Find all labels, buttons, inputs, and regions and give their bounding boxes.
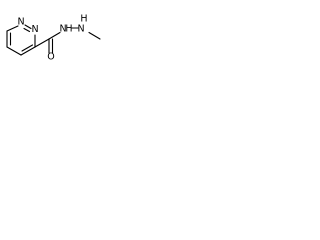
amide-nitrogen: N: [59, 24, 66, 35]
pyridazine-carbohydrazide-structure: N N O N H N H: [6, 14, 101, 62]
bond-methylamino-n-methyl: [88, 31, 101, 40]
bond-n1-n2: [24, 24, 32, 30]
amide-hydrogen: H: [65, 24, 72, 35]
methylamino-hydrogen: H: [80, 14, 87, 25]
bond-c5-c6: [6, 46, 22, 56]
pyridazine-ring: [6, 24, 36, 56]
ring-nitrogen-2: N: [31, 24, 38, 35]
bond-c6-c3-inner: [21, 44, 34, 52]
bond-c6-c3: [20, 46, 36, 56]
bond-n1-n2-inner: [23, 27, 31, 33]
ring-nitrogen-1: N: [17, 17, 24, 28]
bond-carbonyl-amide-n: [48, 31, 61, 40]
carbohydrazide-chain: [34, 27, 101, 54]
methylamino-nitrogen: N: [77, 24, 84, 35]
carbonyl-oxygen: O: [47, 52, 54, 62]
bond-n1-c4: [6, 25, 19, 32]
bond-c3-carbonyl: [34, 38, 50, 48]
